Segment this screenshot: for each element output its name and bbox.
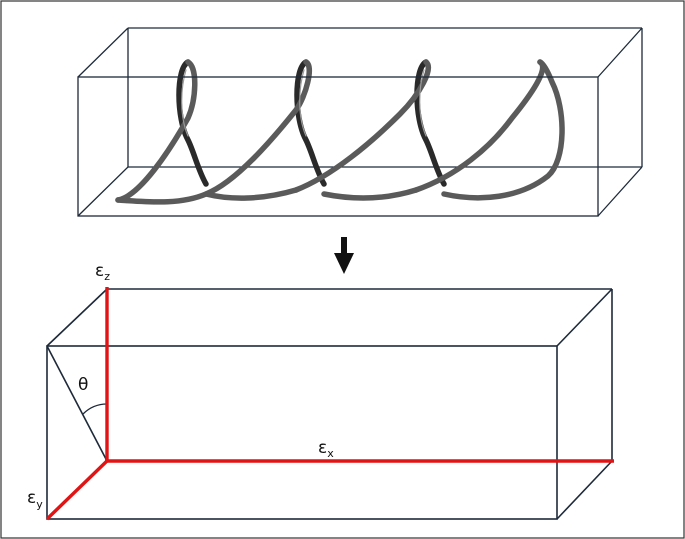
bottom-panel: εz εx εy θ [27,261,614,521]
label-theta: θ [78,375,88,395]
label-eps-x: εx [318,438,334,460]
label-eps-z: εz [95,261,110,283]
label-eps-y: εy [27,488,43,511]
down-arrow-icon [334,237,354,274]
strain-axes [45,287,614,521]
top-panel [77,27,643,217]
bottom-box-edges [46,288,613,520]
top-box-front-edges [77,27,643,217]
axis-y [45,458,110,521]
